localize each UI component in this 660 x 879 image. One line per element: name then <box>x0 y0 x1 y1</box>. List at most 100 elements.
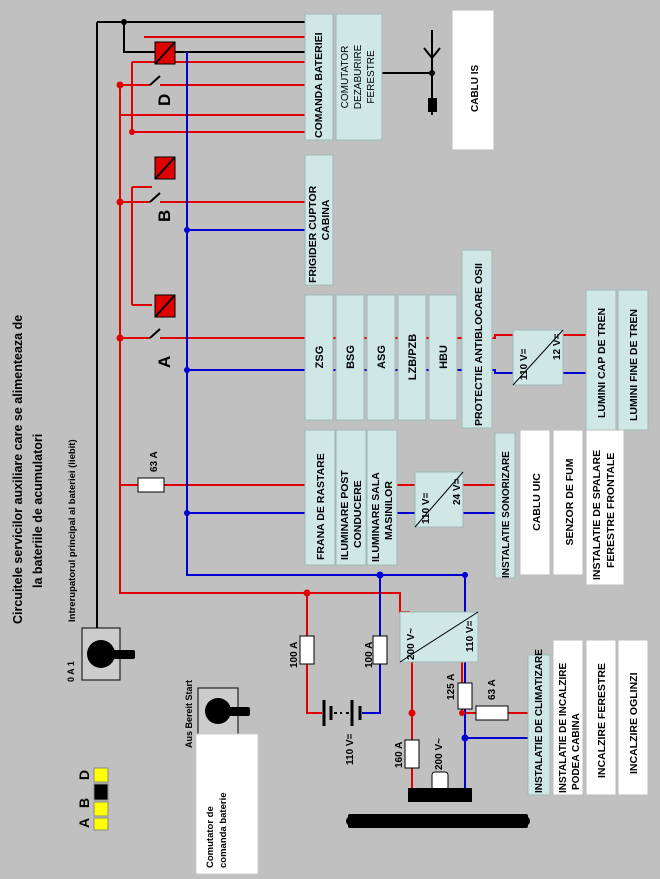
svg-text:100 A: 100 A <box>364 642 375 668</box>
switch-handle[interactable] <box>101 650 135 659</box>
box-protectie: PROTECTIE ANTIBLOCARE OSII <box>461 249 493 429</box>
svg-text:HBU: HBU <box>438 345 450 369</box>
contactor-d-label: D <box>155 94 174 106</box>
svg-text:110 V=: 110 V= <box>421 492 432 524</box>
box-cablu-uic: CABLU UIC <box>519 429 551 576</box>
svg-text:ILUMINARE SALA: ILUMINARE SALA <box>370 472 382 562</box>
box-lumini-fine: LUMINI FINE DE TREN <box>617 289 649 431</box>
svg-text:ILUMINARE POST: ILUMINARE POST <box>339 470 351 560</box>
main-switch-caption: Intrerupatorul principal al bateriei (li… <box>67 439 78 622</box>
svg-text:INSTALATIE SONORIZARE: INSTALATIE SONORIZARE <box>501 451 512 578</box>
main-switch-positions: 0 A 1 <box>66 661 76 682</box>
contactor-legend: D B A <box>76 767 109 831</box>
box-zsg: ZSG <box>304 294 334 421</box>
svg-text:FERESTRE: FERESTRE <box>366 50 377 104</box>
junction-dots <box>116 81 469 742</box>
box-sonorizare: INSTALATIE SONORIZARE <box>494 432 516 579</box>
svg-text:INSTALATIE DE SPALARE: INSTALATIE DE SPALARE <box>591 450 603 580</box>
title-line-1: Circuitele servicilor auxiliare care se … <box>11 315 25 624</box>
fuse-63a-bottom: 63 A <box>475 679 509 721</box>
black-wires <box>96 19 432 615</box>
contactor-b: B <box>149 156 176 222</box>
box-hbu: HBU <box>428 294 458 421</box>
antenna-icon <box>423 30 441 115</box>
command-switch[interactable]: Aus Bereit Start Comutator de comanda ba… <box>184 680 259 875</box>
legend-b: B <box>76 798 92 808</box>
rail-bar <box>346 814 530 828</box>
box-cablu-is: CABLU IS <box>451 9 495 151</box>
svg-text:125 A: 125 A <box>446 674 457 700</box>
svg-text:INCALZIRE FERESTRE: INCALZIRE FERESTRE <box>596 663 608 778</box>
command-switch-caption-2: comanda baterie <box>218 793 229 869</box>
converter-200-110: 200 V~ 110 V= <box>399 611 479 663</box>
svg-text:CABLU IS: CABLU IS <box>470 64 481 112</box>
box-frana: FRANA DE RASTARE <box>304 429 336 566</box>
box-asg: ASG <box>366 294 396 421</box>
box-spalare: INSTALATIE DE SPALARE FERESTRE FRONTALE <box>585 429 625 586</box>
converter-110-24: 110 V= 24 V= <box>414 471 464 528</box>
svg-text:24 V=: 24 V= <box>452 478 463 505</box>
converter-110-12: 110 V= 12 V= <box>512 329 564 386</box>
svg-text:110 V=: 110 V= <box>345 733 356 765</box>
svg-text:BSG: BSG <box>345 345 357 369</box>
svg-text:INSTALATIE DE CLIMATIZARE: INSTALATIE DE CLIMATIZARE <box>534 649 545 793</box>
command-switch-handle[interactable] <box>218 707 250 716</box>
command-switch-positions: Aus Bereit Start <box>184 680 194 748</box>
svg-text:LZB/PZB: LZB/PZB <box>407 334 419 380</box>
box-incalzire-oglinzi: INCALZIRE OGLINZI <box>617 639 649 796</box>
fuse-100a-left: 100 A <box>289 635 315 668</box>
box-lzb-pzb: LZB/PZB <box>397 294 427 421</box>
box-lumini-cap: LUMINI CAP DE TREN <box>585 289 617 431</box>
svg-text:110 V=: 110 V= <box>465 620 476 652</box>
svg-text:PODEA CABINA: PODEA CABINA <box>571 713 582 790</box>
svg-text:110 V=: 110 V= <box>519 348 530 380</box>
contactor-b-label: B <box>155 210 174 222</box>
main-battery-switch[interactable]: 0 A 1 <box>66 615 135 682</box>
legend-a: A <box>76 818 92 828</box>
contactor-d: D <box>149 41 176 106</box>
svg-text:100 A: 100 A <box>289 642 300 668</box>
box-frigider: FRIGIDER CUPTOR CABINA <box>304 154 334 286</box>
fuse-63a-top: 63 A <box>137 451 165 493</box>
svg-text:DEZABURIRE: DEZABURIRE <box>353 44 364 109</box>
box-comanda-baterie: COMANDA BATERIEI <box>304 13 334 141</box>
svg-text:200 V~: 200 V~ <box>406 628 417 660</box>
svg-text:CONDUCERE: CONDUCERE <box>352 480 364 548</box>
svg-text:63 A: 63 A <box>149 451 160 472</box>
legend-d: D <box>76 770 92 780</box>
svg-text:160 A: 160 A <box>394 742 405 768</box>
svg-text:COMUTATOR: COMUTATOR <box>340 46 351 109</box>
svg-text:ZSG: ZSG <box>314 346 326 369</box>
contactor-a: A <box>149 294 176 368</box>
box-incalzire-ferestre: INCALZIRE FERESTRE <box>585 639 617 796</box>
contactor-a-label: A <box>155 356 174 368</box>
ac-plug-icon: 200 V~ <box>408 738 472 802</box>
fuse-160a: 160 A <box>394 739 420 769</box>
box-climatizare: INSTALATIE DE CLIMATIZARE <box>527 649 551 796</box>
svg-text:LUMINI FINE DE TREN: LUMINI FINE DE TREN <box>628 309 640 421</box>
box-incalzire-podea: INSTALATIE DE INCALZIRE PODEA CABINA <box>552 639 584 796</box>
page-title: Circuitele servicilor auxiliare care se … <box>11 315 45 624</box>
svg-text:200 V~: 200 V~ <box>434 738 445 770</box>
svg-text:FRANA DE RASTARE: FRANA DE RASTARE <box>315 453 327 560</box>
svg-text:CABINA: CABINA <box>320 199 332 240</box>
svg-text:FRIGIDER CUPTOR: FRIGIDER CUPTOR <box>307 185 319 283</box>
svg-text:MASINILOR: MASINILOR <box>383 481 395 540</box>
box-iluminare-post: ILUMINARE POST CONDUCERE <box>335 429 367 566</box>
box-senzor-fum: SENZOR DE FUM <box>552 429 584 576</box>
svg-text:ASG: ASG <box>376 345 388 369</box>
fuse-100a-right: 100 A <box>364 635 388 668</box>
svg-text:SENZOR DE FUM: SENZOR DE FUM <box>564 458 576 545</box>
svg-text:FERESTRE FRONTALE: FERESTRE FRONTALE <box>605 453 617 568</box>
box-comutator-dezaburire: COMUTATOR DEZABURIRE FERESTRE <box>335 13 383 141</box>
command-switch-caption-1: Comutator de <box>205 806 216 868</box>
svg-text:PROTECTIE ANTIBLOCARE OSII: PROTECTIE ANTIBLOCARE OSII <box>473 263 485 426</box>
svg-text:LUMINI CAP DE TREN: LUMINI CAP DE TREN <box>596 308 608 418</box>
svg-text:CABLU UIC: CABLU UIC <box>531 473 543 531</box>
title-line-2: la bateriile de acumulatori <box>31 434 45 588</box>
svg-text:12 V=: 12 V= <box>552 333 563 360</box>
svg-text:INCALZIRE OGLINZI: INCALZIRE OGLINZI <box>628 672 640 774</box>
box-iluminare-sala: ILUMINARE SALA MASINILOR <box>366 429 398 566</box>
box-bsg: BSG <box>335 294 365 421</box>
